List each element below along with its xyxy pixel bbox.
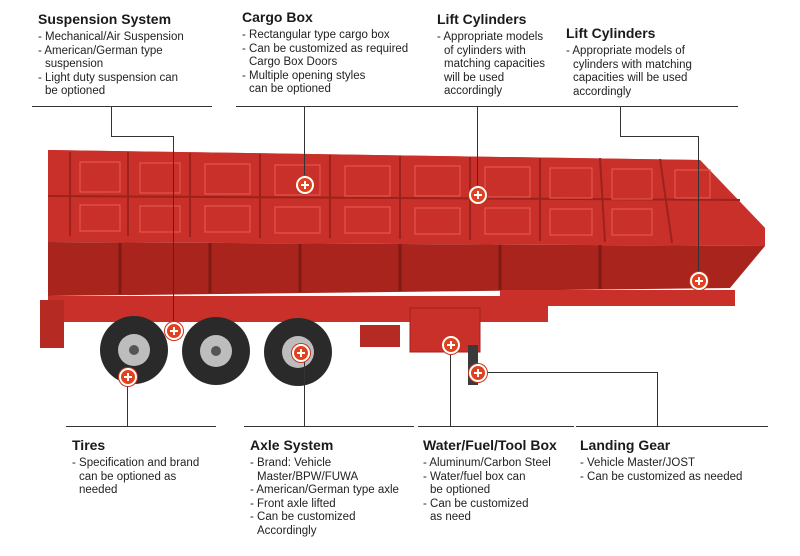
side-plate <box>360 325 400 347</box>
callout-title: Tires <box>72 437 106 453</box>
callout-line: accordingly <box>573 85 632 98</box>
tires-marker <box>119 368 137 386</box>
callout-lines: - Mechanical/Air Suspension - American/G… <box>38 31 184 99</box>
suspension-leader-c <box>173 136 174 326</box>
callout-lines: - Appropriate models of cylinders with m… <box>566 45 692 99</box>
callout-line: cylinders with matching <box>573 58 692 71</box>
lift-cyl-1-rule <box>434 106 564 107</box>
cargo-box-underside <box>48 242 765 296</box>
callout-line: - Mechanical/Air Suspension <box>38 31 184 43</box>
water-box-marker <box>442 336 460 354</box>
axle-marker <box>292 344 310 362</box>
callout-line: - Water/fuel box can <box>423 470 526 483</box>
callout-title: Axle System <box>250 437 334 453</box>
callout-line: suspension <box>45 58 104 71</box>
callout-lines: - Appropriate models of cylinders with m… <box>437 31 545 99</box>
callout-water-fuel-tool-box: Water/Fuel/Tool Box - Aluminum/Carbon St… <box>423 437 557 525</box>
callout-line: needed <box>79 484 118 497</box>
cargo-box-ribs <box>47 152 741 244</box>
callout-title: Lift Cylinders <box>437 11 527 27</box>
callout-line: - Vehicle Master/JOST <box>580 457 696 469</box>
callout-title: Water/Fuel/Tool Box <box>423 437 557 453</box>
callout-cargo-box: Cargo Box - Rectangular type cargo box -… <box>242 9 408 97</box>
callout-line: - Appropriate models <box>437 31 544 43</box>
callout-line: - Light duty suspension can <box>38 71 179 84</box>
callout-line: - Can be customized as required <box>242 42 409 55</box>
callout-line: be optioned <box>430 484 491 497</box>
tires-rule <box>66 426 216 427</box>
callout-line: matching capacities <box>444 58 545 71</box>
axle-rule <box>244 426 414 427</box>
callout-line: - Specification and brand <box>72 457 200 469</box>
callout-lines: - Brand: Vehicle Master/BPW/FUWA - Ameri… <box>250 457 399 539</box>
underside-ribs <box>118 243 602 294</box>
callout-line: be optioned <box>45 85 106 98</box>
cargo-box-rule <box>236 106 436 107</box>
lift-cyl-2-marker <box>690 272 708 290</box>
callout-title: Landing Gear <box>580 437 671 453</box>
callout-line: - Front axle lifted <box>250 497 336 510</box>
water-box-rule <box>418 426 574 427</box>
callout-suspension: Suspension System - Mechanical/Air Suspe… <box>38 11 184 99</box>
suspension-rule <box>32 106 212 107</box>
callout-lift-cylinders-1: Lift Cylinders - Appropriate models of c… <box>437 11 545 99</box>
callout-title: Cargo Box <box>242 9 313 25</box>
tires-leader <box>127 378 128 426</box>
callout-lines: - Vehicle Master/JOST - Can be customize… <box>580 457 742 484</box>
suspension-leader-b <box>111 136 173 137</box>
axle-leader <box>304 352 305 426</box>
landing-gear-leader-a <box>477 372 657 373</box>
lift-cyl-1-leader <box>477 106 478 192</box>
callout-axle-system: Axle System - Brand: Vehicle Master/BPW/… <box>250 437 399 539</box>
callout-line: can be optioned as <box>79 470 177 483</box>
callout-title: Lift Cylinders <box>566 25 656 41</box>
callout-line: can be optioned <box>249 83 331 96</box>
landing-gear-rule <box>576 426 768 427</box>
lift-cyl-2-leader-c <box>698 136 699 278</box>
cargo-box-panels <box>79 161 711 236</box>
callout-lift-cylinders-2: Lift Cylinders - Appropriate models of c… <box>566 25 692 99</box>
callout-lines: - Rectangular type cargo box - Can be cu… <box>242 29 408 97</box>
callout-line: - Rectangular type cargo box <box>242 29 390 41</box>
suspension-marker <box>165 322 183 340</box>
lift-cyl-2-rule <box>562 106 738 107</box>
rear-bumper <box>40 300 64 348</box>
callout-line: of cylinders with <box>444 44 526 57</box>
landing-gear-leader-b <box>657 372 658 426</box>
lift-cyl-2-leader-b <box>620 136 698 137</box>
callout-line: will be used <box>444 71 505 84</box>
callout-line: Cargo Box Doors <box>249 56 338 69</box>
water-box-leader <box>450 345 451 426</box>
callout-title: Suspension System <box>38 11 172 27</box>
callout-line: - Can be customized as needed <box>580 470 743 483</box>
callout-tires: Tires - Specification and brand can be o… <box>72 437 199 498</box>
callout-line: accordingly <box>444 85 503 98</box>
cargo-box-marker <box>296 176 314 194</box>
callout-line: - Appropriate models of <box>566 45 685 57</box>
lift-cyl-1-marker <box>469 186 487 204</box>
callout-line: Accordingly <box>257 524 317 537</box>
suspension-leader-a <box>111 106 112 136</box>
callout-line: - American/German type <box>38 44 163 57</box>
callout-line: capacities will be used <box>573 72 688 85</box>
callout-line: - Aluminum/Carbon Steel <box>423 457 551 469</box>
callout-landing-gear: Landing Gear - Vehicle Master/JOST - Can… <box>580 437 742 484</box>
callout-line: - Brand: Vehicle <box>250 457 332 469</box>
callout-line: as need <box>430 511 471 524</box>
callout-lines: - Specification and brand can be optione… <box>72 457 199 498</box>
callout-line: - Can be customized <box>250 511 356 524</box>
callout-line: - American/German type axle <box>250 484 399 497</box>
callout-line: Master/BPW/FUWA <box>257 470 359 483</box>
landing-gear-marker <box>469 364 487 382</box>
cargo-box-leader <box>304 106 305 182</box>
lift-cyl-2-leader-a <box>620 106 621 136</box>
callout-line: - Can be customized <box>423 497 529 510</box>
chassis-gooseneck <box>500 290 735 306</box>
callout-lines: - Aluminum/Carbon Steel - Water/fuel box… <box>423 457 557 525</box>
callout-line: - Multiple opening styles <box>242 69 366 82</box>
